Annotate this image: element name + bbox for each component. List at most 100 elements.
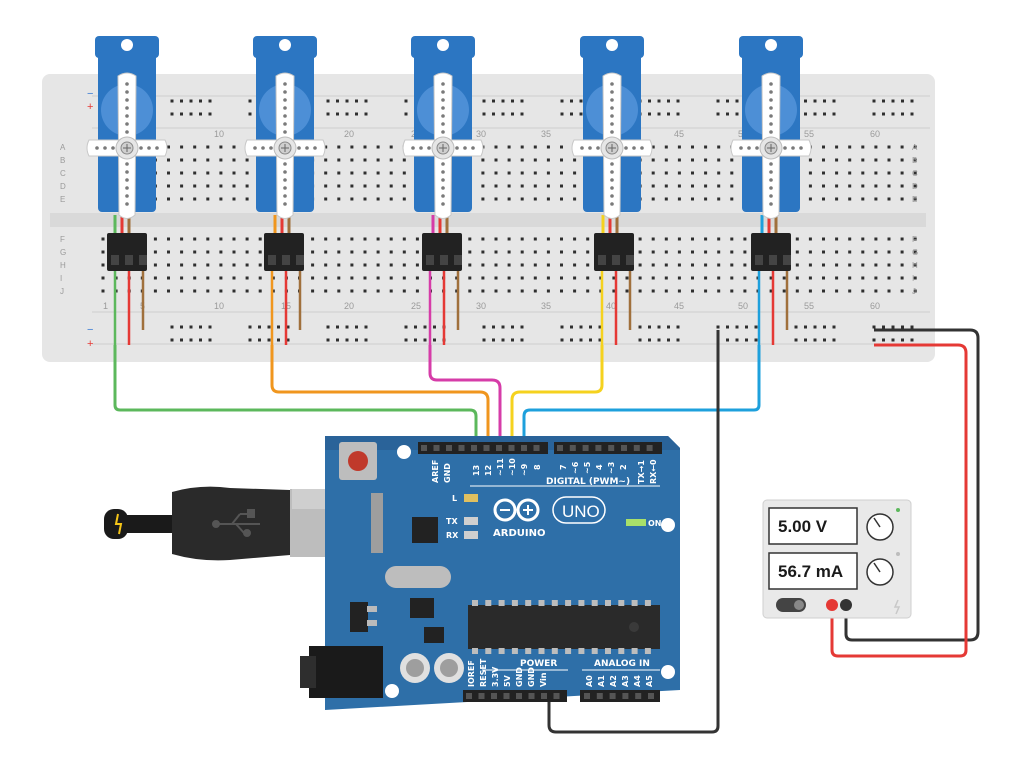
breadboard-hole: [494, 171, 498, 175]
lightning-icon: [893, 599, 901, 615]
pin-label-7: 7: [559, 464, 568, 470]
chip-pin: [485, 648, 492, 654]
breadboard-hole: [402, 237, 406, 241]
breadboard-hole: [468, 263, 472, 267]
chip-pin: [551, 648, 558, 654]
breadboard-hole: [560, 171, 563, 175]
breadboard-hole: [677, 250, 681, 254]
breadboard-hole: [900, 145, 904, 149]
chip-pin: [618, 600, 625, 606]
pin-label-a2: A2: [609, 675, 618, 687]
breadboard-hole: [717, 158, 721, 162]
breadboard-hole: [245, 171, 249, 175]
header-pin: [569, 445, 576, 451]
breadboard-hole: [651, 171, 655, 175]
rail-hole: [891, 325, 895, 329]
breadboard-hole: [848, 250, 852, 254]
breadboard-hole: [337, 289, 341, 293]
chip-pin: [511, 600, 518, 606]
breadboard-hole: [691, 171, 694, 175]
breadboard-hole: [455, 276, 459, 280]
rail-hole: [832, 112, 836, 116]
breadboard-hole: [874, 158, 878, 162]
breadboard-hole: [232, 263, 236, 267]
chip-pin: [565, 600, 572, 606]
arduino-logo-text: ARDUINO: [493, 528, 545, 539]
horn-hole: [155, 146, 159, 150]
breadboard-hole: [808, 276, 812, 280]
breadboard-hole: [573, 276, 577, 280]
breadboard-hole: [560, 250, 563, 254]
rail-hole: [570, 338, 573, 342]
breadboard-hole: [913, 263, 917, 267]
breadboard-hole: [455, 289, 459, 293]
breadboard-hole: [481, 263, 485, 267]
breadboard-hole: [651, 276, 655, 280]
breadboard-hole: [900, 171, 904, 175]
breadboard-hole: [573, 158, 577, 162]
breadboard-hole: [350, 158, 354, 162]
rail-minus-label: −: [87, 88, 93, 100]
rail-hole: [364, 112, 368, 116]
breadboard-hole: [376, 171, 380, 175]
chip-pin: [578, 600, 585, 606]
header-pin: [584, 693, 590, 699]
servos: [86, 36, 812, 219]
positive-terminal[interactable]: [826, 599, 838, 611]
rail-hole: [248, 99, 252, 103]
rail-hole: [355, 325, 358, 329]
horn-hole: [755, 146, 759, 150]
horn-hole: [769, 122, 773, 126]
rail-hole: [667, 112, 670, 116]
rail-hole: [208, 99, 212, 103]
negative-terminal[interactable]: [840, 599, 852, 611]
rail-hole: [189, 325, 193, 329]
rail-hole: [657, 112, 661, 116]
horn-hole: [283, 186, 287, 190]
breadboard-hole: [402, 158, 406, 162]
header-pin: [533, 445, 540, 451]
rail-hole: [208, 112, 212, 116]
breadboard-hole: [494, 276, 498, 280]
horn-hole: [283, 162, 287, 166]
pin-label-a1: A1: [597, 675, 606, 687]
row-letter: G: [60, 248, 66, 257]
breadboard-hole: [691, 237, 694, 241]
breadboard-hole: [704, 145, 708, 149]
row-letter: C: [912, 169, 918, 178]
breadboard-hole: [704, 158, 708, 162]
breadboard-hole: [337, 197, 341, 201]
crystal: [385, 566, 451, 588]
rail-hole: [404, 112, 408, 116]
breadboard-hole: [533, 158, 537, 162]
breadboard-hole: [560, 276, 563, 280]
breadboard-hole: [677, 158, 681, 162]
breadboard-hole: [507, 237, 511, 241]
reset-button-cap[interactable]: [348, 451, 368, 471]
rail-hole: [882, 112, 885, 116]
rail-hole: [832, 325, 836, 329]
breadboard-hole: [363, 145, 367, 149]
rail-hole: [336, 112, 339, 116]
column-number: 60: [870, 301, 880, 311]
breadboard-channel: [50, 213, 926, 227]
horn-hole: [125, 114, 129, 118]
breadboard-hole: [651, 263, 655, 267]
breadboard-hole: [402, 250, 406, 254]
header-pins: [421, 445, 653, 451]
column-number: 50: [738, 301, 748, 311]
psu-current-readout: 56.7 mA: [778, 562, 843, 581]
rail-hole: [813, 99, 817, 103]
breadboard-hole: [691, 276, 694, 280]
breadboard-hole: [835, 184, 839, 188]
rail-hole: [598, 338, 602, 342]
breadboard-hole: [167, 289, 170, 293]
breadboard-hole: [206, 276, 210, 280]
breadboard-hole: [835, 237, 839, 241]
breadboard-hole: [704, 237, 708, 241]
horn-hole: [253, 146, 257, 150]
rail-hole: [423, 338, 427, 342]
rail-hole: [813, 325, 817, 329]
horn-hole: [427, 146, 431, 150]
